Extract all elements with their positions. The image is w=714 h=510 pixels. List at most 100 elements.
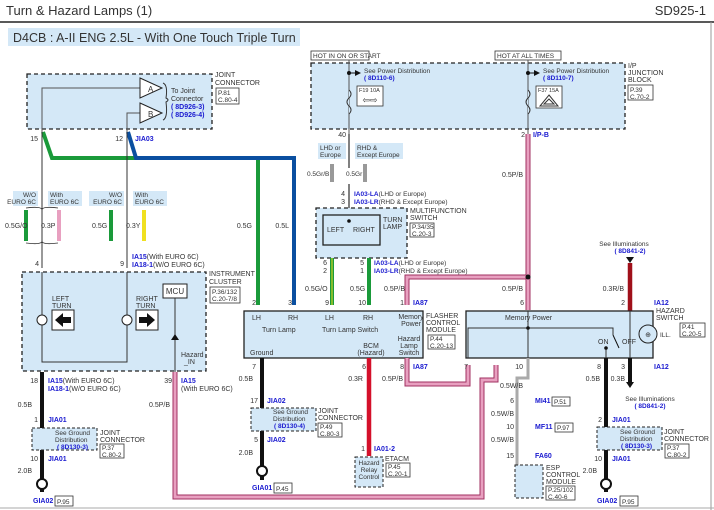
- conn-ip-b: I/P-B: [533, 132, 549, 139]
- jgm-name-1: JOINT: [318, 408, 339, 415]
- flasher-control-module: [243, 310, 424, 359]
- ground-gia02-right: GIA02: [597, 498, 617, 505]
- wire-label-2.0B-a: 2.0B: [18, 468, 33, 475]
- jgr-see-2: Distribution: [620, 436, 653, 443]
- right-turn-label-2: TURN: [136, 303, 155, 310]
- cluster-conn-b: IA18-1(W/O EURO 6C): [132, 262, 205, 269]
- opt-with-euro-1b: EURO 6C: [50, 199, 79, 206]
- conn-jia03: JIA03: [135, 136, 154, 143]
- illum-ref-bottom[interactable]: ( 8D841-2): [634, 403, 665, 410]
- fcm-conn-top: IA87: [413, 300, 428, 307]
- fcm-pin-3: 3: [288, 300, 292, 307]
- fcm-ref-p[interactable]: P.44: [430, 336, 443, 343]
- esp-ref-c[interactable]: C.40-6: [548, 494, 568, 501]
- jb-ref-p[interactable]: P.39: [630, 87, 643, 94]
- etacm-ref-p[interactable]: P.45: [388, 464, 401, 471]
- esp-ref1-box: [551, 396, 571, 407]
- esp-control-module: [514, 464, 544, 499]
- ground-right-ref[interactable]: P.95: [622, 499, 635, 506]
- mfs-conn-bottom-a: IA03-LA(LHD or Europe): [374, 260, 446, 267]
- hs-memory-power: Memory Power: [505, 315, 553, 322]
- esp-name-2: CONTROL: [546, 472, 580, 479]
- cluster-ref-p[interactable]: P.36/132: [212, 289, 238, 296]
- ground-left-ref-box: [54, 495, 74, 507]
- cluster-bottom-conn-a: IA15(With EURO 6C): [48, 378, 115, 385]
- jb-name-2: JUNCTION: [628, 70, 663, 77]
- mfs-ref-p[interactable]: P.34/35: [412, 224, 434, 231]
- jc-line-b: [126, 112, 140, 132]
- mfs-conn-bottom-b: IA03-LR(RHD & Except Europe): [374, 268, 468, 275]
- fcm-rh-2: RH: [363, 315, 373, 322]
- fcm-pin-8: 8: [400, 364, 404, 371]
- hs-ref-p[interactable]: P.41: [682, 324, 695, 331]
- hs-switch-blade: [612, 334, 620, 349]
- hs-off: OFF: [622, 339, 636, 346]
- brace: [162, 82, 169, 121]
- hs-ill: ILL.: [660, 332, 671, 339]
- jc-top-ref-p[interactable]: P.81: [218, 90, 231, 97]
- mfs-ref-c[interactable]: C.20-3: [412, 231, 432, 238]
- opt-with-euro-bg-1: [48, 191, 82, 206]
- hs-conn-top: IA12: [654, 300, 669, 307]
- jgm-see-ref[interactable]: ( 8D130-4): [274, 423, 305, 430]
- ref-8d926-4[interactable]: ( 8D926-4): [171, 112, 204, 119]
- split-left-brace: [25, 206, 59, 245]
- jgr-ref-c[interactable]: C.80-2: [667, 452, 687, 459]
- rhd-1: RHD &: [357, 145, 378, 152]
- jgr-name-1: JOINT: [664, 429, 685, 436]
- esp-pin-15: 15: [506, 453, 514, 460]
- jgr-ref-p[interactable]: P.37: [667, 445, 680, 452]
- fcm-pin-2: 2: [252, 300, 256, 307]
- jgl-see-ref[interactable]: ( 8D130-3): [57, 444, 88, 451]
- fcm-pin-1: 1: [400, 300, 404, 307]
- power-ref-right[interactable]: ( 8D110-7): [543, 75, 574, 82]
- label-b: B: [148, 110, 153, 119]
- fcm-ref-c[interactable]: C.20-13: [430, 343, 454, 350]
- jgr-see-ref[interactable]: ( 8D130-3): [621, 443, 652, 450]
- diode-icon: [171, 334, 179, 340]
- fcm-name-2: CONTROL: [426, 320, 460, 327]
- illum-ref-top[interactable]: ( 8D841-2): [614, 248, 645, 255]
- wire-blue-rh: [126, 131, 296, 305]
- cluster-ref-c[interactable]: C.20-7/8: [212, 296, 237, 303]
- wire-label-0.3B: 0.3B: [611, 376, 626, 383]
- jgm-ref-c[interactable]: C.80-3: [320, 431, 340, 438]
- lhd-bg: [318, 143, 346, 159]
- wire-label-0.5G-b: 0.5G: [350, 286, 365, 293]
- etacm-ref-c[interactable]: C.20-1: [388, 471, 408, 478]
- jgl-ref-c[interactable]: C.80-2: [102, 452, 122, 459]
- ground-mid-ref-box: [273, 482, 293, 494]
- jgl-see-2: Distribution: [55, 437, 88, 444]
- hs-ref-c[interactable]: C.20-5: [682, 331, 702, 338]
- jb-ref-box: [627, 84, 654, 101]
- pin-15: 15: [30, 136, 38, 143]
- jgl-ref-p[interactable]: P.37: [102, 445, 115, 452]
- ground-mid-ref[interactable]: P.45: [276, 486, 289, 493]
- esp-ref-p[interactable]: P.25/102: [548, 487, 574, 494]
- jgm-ref-p[interactable]: P.49: [320, 424, 333, 431]
- jb-ref-c[interactable]: C.70-2: [630, 94, 650, 101]
- jgl-see-1: See Ground: [55, 430, 90, 437]
- jgm-see-1: See Ground: [273, 409, 308, 416]
- jc-top-ref-c[interactable]: C.80-4: [218, 97, 238, 104]
- hot-on-start-box: [310, 50, 370, 61]
- hs-on: ON: [598, 339, 609, 346]
- opt-wo-euro-bg-1: [13, 191, 38, 206]
- rhd-2: Except Europe: [357, 152, 400, 159]
- power-ref-left[interactable]: ( 8D110-6): [364, 75, 395, 82]
- jb-name-3: BLOCK: [628, 77, 652, 84]
- wire-label-0.5G-a: 0.5G: [92, 223, 107, 230]
- lamp-filament-icon: ⊕: [645, 332, 651, 339]
- ground-gia01: GIA01: [252, 485, 272, 492]
- mfs-lamp: LAMP: [383, 224, 402, 231]
- ground-left-ref[interactable]: P.95: [57, 499, 70, 506]
- esp-ref-p51[interactable]: P.51: [554, 399, 567, 406]
- wire-pink-loop-outline: [404, 358, 471, 387]
- illumination-lamp-icon: [638, 324, 658, 344]
- wire-label-0.5Gr: 0.5Gr: [346, 171, 363, 178]
- opt-with-euro-2b: EURO 6C: [135, 199, 164, 206]
- hs-node: [526, 326, 530, 330]
- ground-icon-left: [36, 478, 48, 490]
- esp-ref-p97[interactable]: P.97: [557, 425, 570, 432]
- ref-8d926-3[interactable]: ( 8D926-3): [171, 104, 204, 111]
